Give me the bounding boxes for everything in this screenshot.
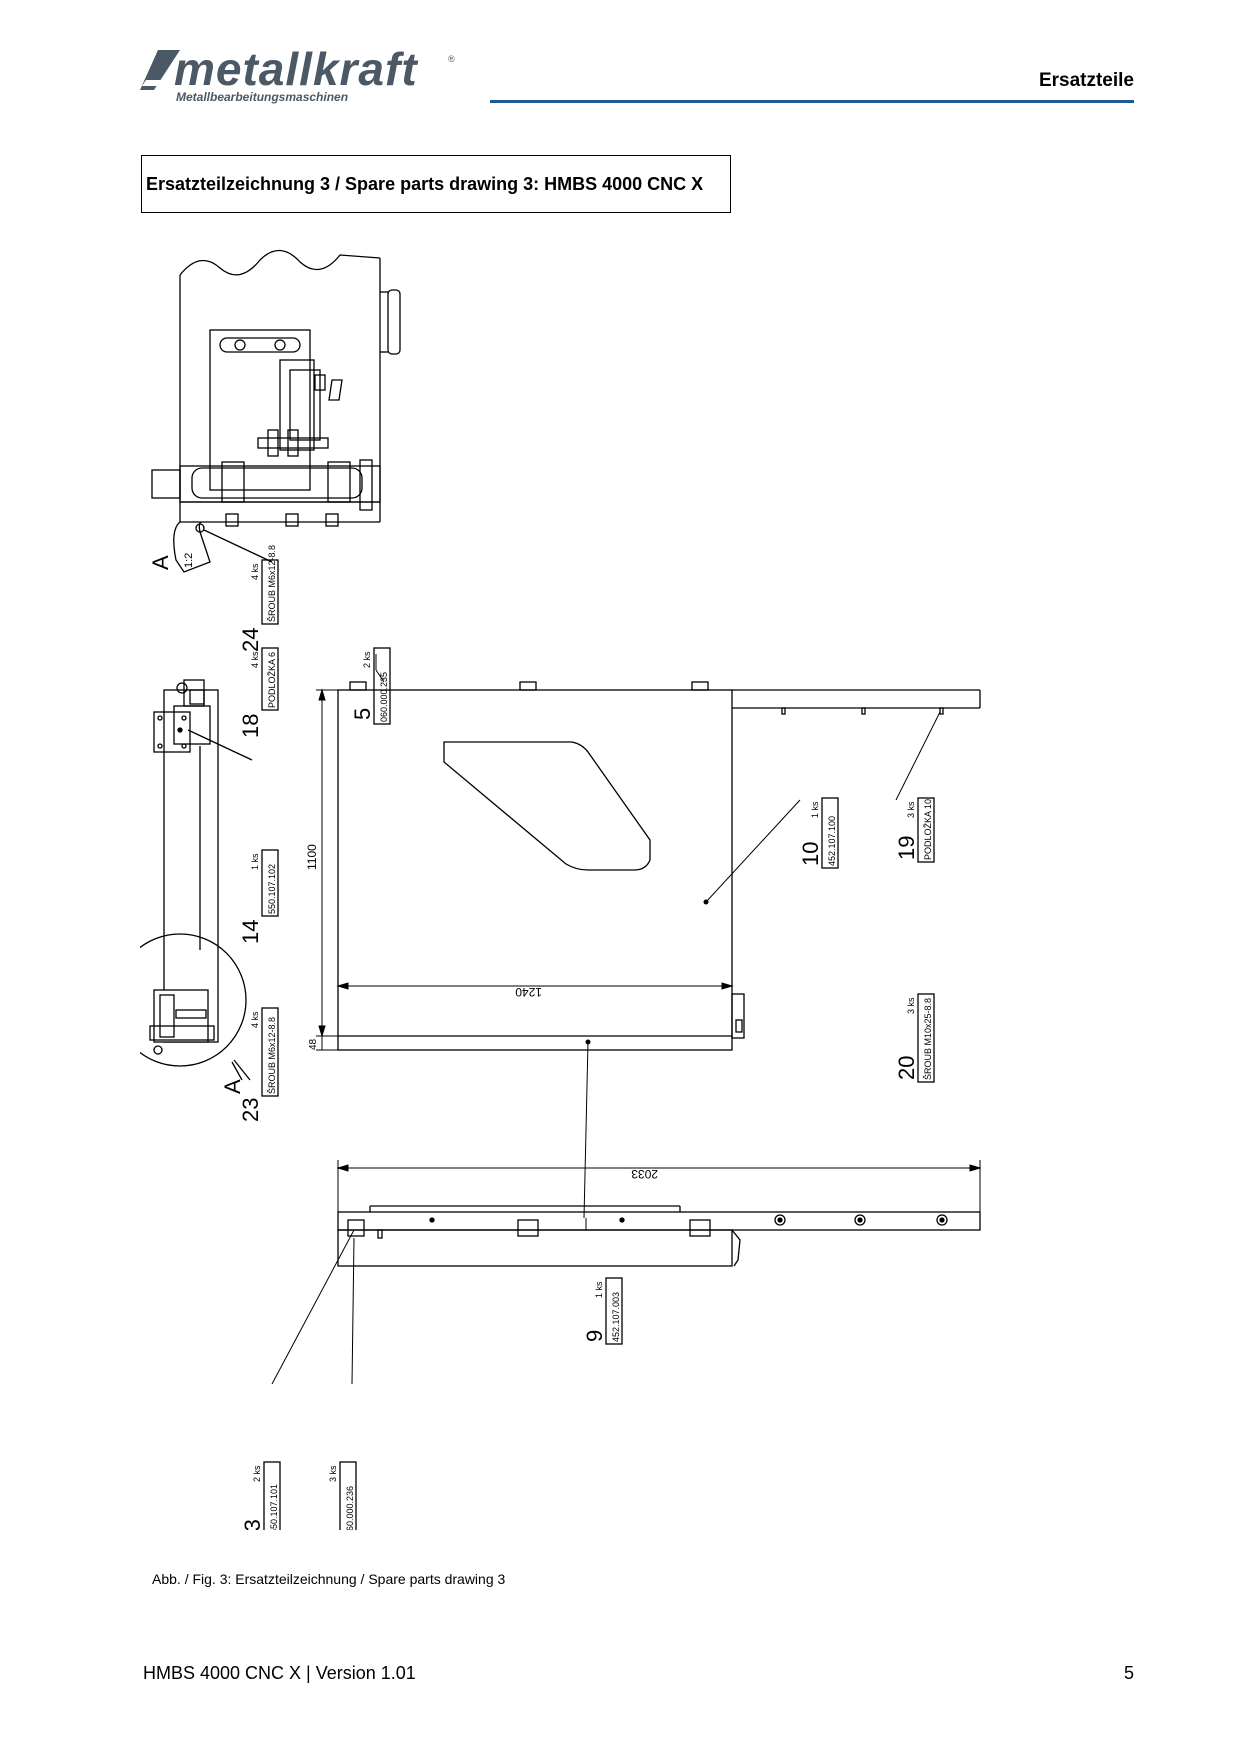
footer-model-version: HMBS 4000 CNC X | Version 1.01 [143,1663,416,1683]
svg-text:ŠROUB M6x12-8.8: ŠROUB M6x12-8.8 [267,1017,277,1094]
part-label-9: 9 1 ks 452.107.003 [582,1277,623,1345]
detail-view-scale: 1:2 [183,553,195,568]
spare-parts-drawing: A 1:2 24 4 ks ŠROUB M6x12-8.8 18 4 ks PO… [140,249,982,1530]
logo-subtitle: Metallbearbeitungsmaschinen [176,90,349,104]
footer-page-number: 5 [1123,1663,1134,1683]
drawing-title-box: Ersatzteilzeichnung 3 / Spare parts draw… [141,155,731,213]
part-label-14: 14 1 ks 550.107.102 [238,849,279,944]
svg-text:1 ks: 1 ks [810,801,820,818]
svg-text:3 ks: 3 ks [328,1465,338,1482]
dimension-height: 1100 [305,844,319,870]
svg-text:2 ks: 2 ks [362,651,372,668]
svg-text:3 ks: 3 ks [906,997,916,1014]
part-label-5: 5 2 ks 060.000.235 [350,647,391,725]
dimension-lines [316,688,982,1220]
svg-text:060.000.235: 060.000.235 [379,672,389,722]
dimension-width: 1240 [515,985,542,999]
logo-mark-icon [140,50,180,90]
section-title: Ersatzteile [1038,70,1134,91]
svg-text:✱13: ✱13 [240,1519,265,1530]
part-label-18: 18 4 ks PODLOŽKA 6 [238,647,279,738]
part-label-6: 6 3 ks 060.000.236 [328,1461,357,1530]
part-label-23: 23 4 ks ŠROUB M6x12-8.8 [238,1007,279,1122]
company-logo: metallkraft ® Metallbearbeitungsmaschine… [140,43,460,106]
figure-caption: Abb. / Fig. 3: Ersatzteilzeichnung / Spa… [152,1571,506,1587]
svg-text:2 ks: 2 ks [252,1465,262,1482]
part-label-20: 20 3 ks ŠROUB M10x25-8.8 [894,993,935,1083]
header-rule [490,100,1134,103]
svg-text:452.107.100: 452.107.100 [827,816,837,866]
svg-text:5: 5 [350,708,375,720]
side-view [140,679,253,1081]
svg-text:19: 19 [894,836,919,860]
svg-text:ŠROUB M6x12-8.8: ŠROUB M6x12-8.8 [267,545,277,622]
part-label-10: 10 1 ks 452.107.100 [798,797,839,869]
svg-text:PODLOŽKA 6: PODLOŽKA 6 [267,652,277,708]
svg-text:24: 24 [238,628,263,652]
svg-text:4 ks: 4 ks [250,1011,260,1028]
svg-text:ŠROUB M10x25-8.8: ŠROUB M10x25-8.8 [923,998,933,1080]
svg-text:3 ks: 3 ks [906,801,916,818]
svg-text:550.107.102: 550.107.102 [267,864,277,914]
svg-text:452.107.003: 452.107.003 [611,1292,621,1342]
detail-view-letter: A [148,555,173,570]
svg-text:10: 10 [798,842,823,866]
svg-text:9: 9 [582,1330,607,1342]
section-marker-a: A [220,1079,245,1094]
plan-view [337,681,981,1051]
svg-text:4 ks: 4 ks [250,651,260,668]
front-view [337,1205,981,1267]
dimension-small: 48 [308,1038,319,1050]
part-label-19: 19 3 ks PODLOŽKA 10 [894,797,935,863]
logo-wordmark: metallkraft [174,43,418,95]
svg-text:20: 20 [894,1056,919,1080]
detail-view-a [151,249,401,573]
logo-registered-mark: ® [448,54,455,64]
dimension-length: 2033 [631,1167,658,1181]
part-label-24: 24 4 ks ŠROUB M6x12-8.8 [238,545,279,652]
svg-text:1 ks: 1 ks [250,853,260,870]
svg-text:550.107.101: 550.107.101 [269,1484,279,1530]
leader-lines [271,654,941,1385]
svg-text:060.000.236: 060.000.236 [345,1486,355,1530]
svg-text:1 ks: 1 ks [594,1281,604,1298]
svg-text:4 ks: 4 ks [250,563,260,580]
svg-text:14: 14 [238,920,263,944]
part-label-13: ✱13 2 ks 550.107.101 [240,1461,281,1530]
svg-text:PODLOŽKA 10: PODLOŽKA 10 [923,799,933,860]
svg-text:18: 18 [238,714,263,738]
svg-text:23: 23 [238,1098,263,1122]
